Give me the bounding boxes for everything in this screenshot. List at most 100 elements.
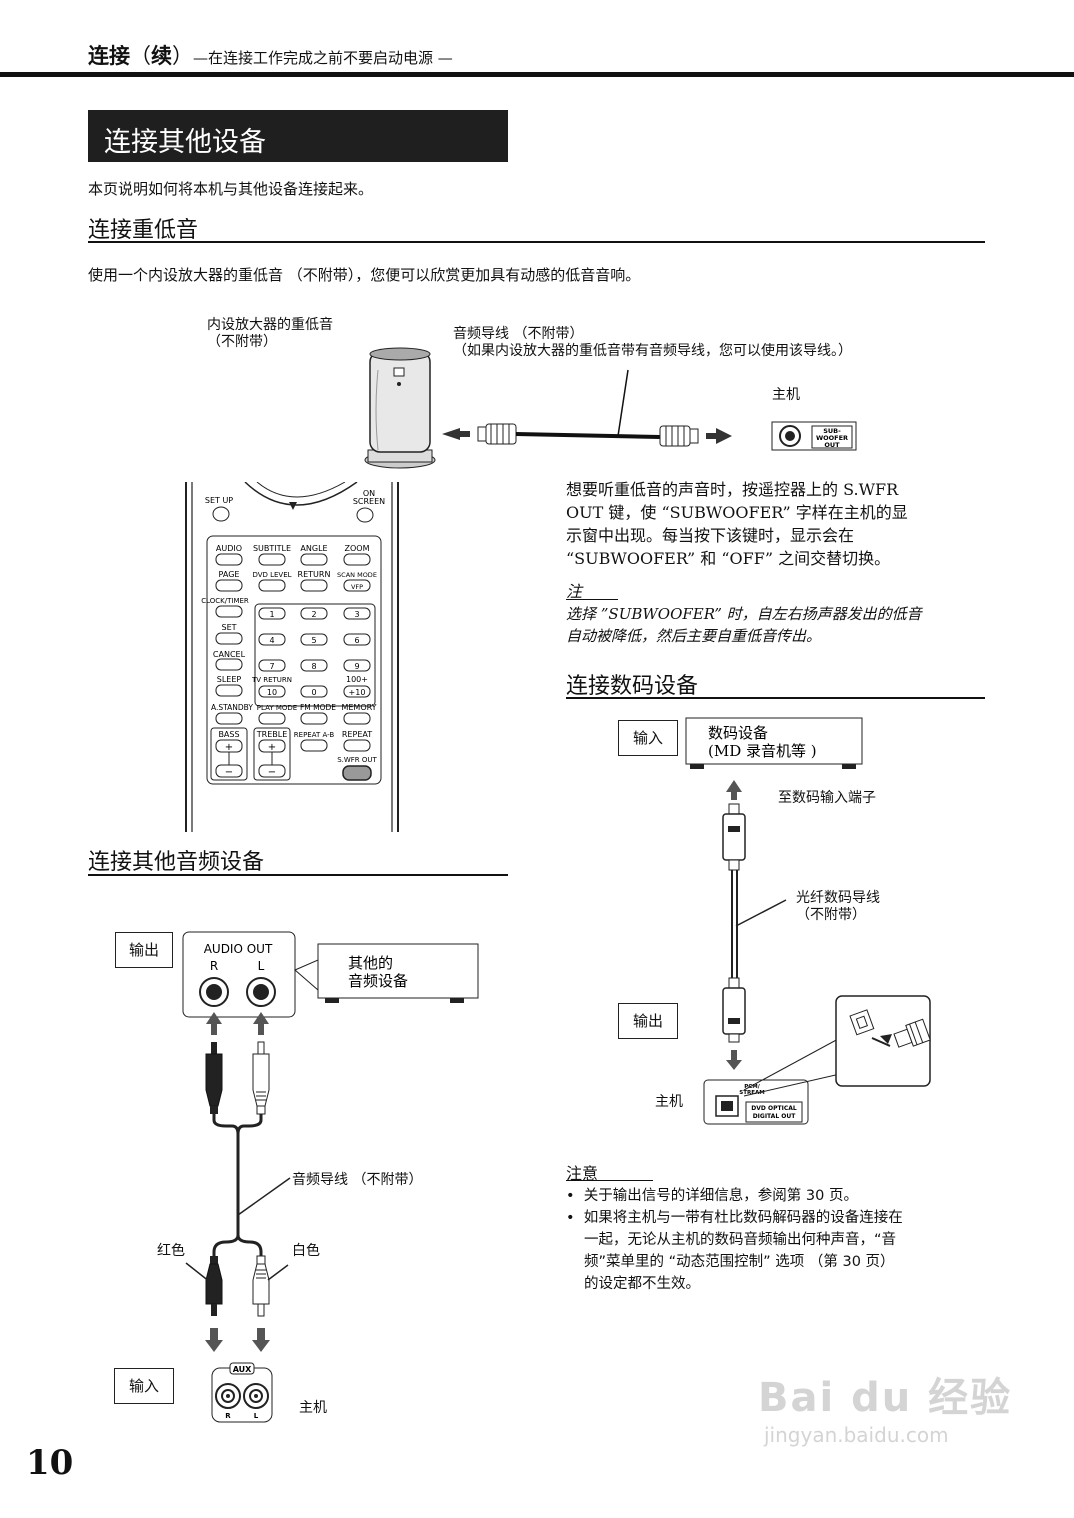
- svg-text:3: 3: [354, 610, 359, 619]
- svg-text:7: 7: [269, 662, 274, 671]
- svg-text:MEMORY: MEMORY: [341, 703, 376, 712]
- audio-cable-label: 音频导线 （不附带）: [292, 1172, 423, 1188]
- sub-cable-label-line2: （如果内设放大器的重低音带有音频导线，您可以使用该导线。）: [453, 343, 852, 359]
- digital-output-label: 输出: [618, 1003, 678, 1039]
- svg-text:6: 6: [354, 636, 359, 645]
- red-plug-top: [205, 1042, 223, 1114]
- optical-cable-line1: 光纤数码导线: [796, 890, 880, 906]
- remote-control-illustration: SET UP ON SCREEN AUDIO SUBTITLE ANGLE ZO…: [185, 482, 399, 832]
- watermark-brand: Bai du 经验: [758, 1375, 1013, 1421]
- jack-label-line1: SUB-: [823, 427, 841, 435]
- digital-heading-rule: [566, 697, 985, 699]
- svg-text:+: +: [268, 742, 276, 753]
- svg-text:2: 2: [311, 610, 316, 619]
- speaker-label-line1: 内设放大器的重低音: [207, 317, 333, 333]
- sub-note-title: 注: [566, 582, 583, 601]
- svg-text:9: 9: [354, 662, 359, 671]
- page-title: 连接其他设备: [104, 127, 266, 158]
- sub-unit-label: 主机: [772, 387, 800, 403]
- audio-out-r: R: [210, 959, 218, 973]
- red-plug-bottom: [205, 1256, 223, 1316]
- caution-rule: [566, 1180, 653, 1181]
- speaker-label-line2: （不附带）: [207, 334, 277, 350]
- caution-item1-line1: 关于输出信号的详细信息，参阅第 30 页。: [583, 1188, 858, 1204]
- svg-text:ON: ON: [363, 489, 375, 498]
- svg-text:−: −: [225, 767, 233, 778]
- svg-text:5: 5: [311, 636, 316, 645]
- svg-text:VFP: VFP: [351, 583, 363, 591]
- optical-cable-label: 光纤数码导线 （不附带）: [796, 890, 880, 924]
- aux-l: L: [254, 1412, 259, 1420]
- digital-device-line1: 数码设备: [708, 724, 768, 742]
- caution-item2-line2: 一起，无论从主机的数码音频输出何种声音，“音: [584, 1232, 897, 1248]
- header-rule: [0, 72, 1074, 77]
- page-title-band: 连接其他设备: [88, 110, 508, 162]
- caution-item2-line4: 的设定都不生效。: [584, 1276, 700, 1292]
- white-label: 白色: [292, 1243, 320, 1259]
- instruction-line1: 想要听重低音的声音时，按遥控器上的 S.WFR: [566, 480, 899, 499]
- sub-cable-label-line1: 音频导线 （不附带）: [453, 326, 584, 342]
- optical-label-line2: DIGITAL OUT: [753, 1113, 797, 1120]
- instruction-line4: “SUBWOOFER” 和 “OFF” 之间交替切换。: [566, 549, 891, 568]
- speaker-label: 内设放大器的重低音 （不附带）: [207, 317, 333, 351]
- aux-label: AUX: [233, 1365, 252, 1374]
- sub-note-line2: 自动被降低，然后主要自重低音传出。: [566, 627, 822, 645]
- header-paren-close: ）: [172, 44, 193, 68]
- jack-label-line2: WOOFER: [816, 434, 848, 442]
- svg-text:1: 1: [269, 610, 274, 619]
- svg-text:ANGLE: ANGLE: [300, 544, 327, 553]
- svg-text:S.WFR OUT: S.WFR OUT: [337, 756, 377, 764]
- subwoofer-heading-rule: [88, 241, 985, 243]
- caution-list: • 关于输出信号的详细信息，参阅第 30 页。 • 如果将主机与一带有杜比数码解…: [566, 1185, 903, 1295]
- audio-out-l: L: [258, 959, 265, 973]
- subwoofer-out-jack: SUB- WOOFER OUT: [771, 421, 857, 451]
- audio-unit-label: 主机: [299, 1400, 327, 1416]
- svg-text:−: −: [268, 767, 276, 778]
- svg-text:REPEAT: REPEAT: [342, 730, 372, 739]
- audio-device-line1: 其他的: [348, 954, 393, 972]
- audio-out-title: AUDIO OUT: [204, 942, 273, 956]
- red-label: 红色: [157, 1243, 185, 1259]
- page-number: 10: [26, 1443, 74, 1483]
- svg-text:SET: SET: [221, 623, 236, 632]
- audio-output-label: 输出: [115, 932, 173, 968]
- header-subtitle: —在连接工作完成之前不要启动电源 —: [193, 49, 453, 67]
- svg-text:SLEEP: SLEEP: [217, 675, 242, 684]
- svg-text:0: 0: [311, 688, 316, 697]
- watermark-url: jingyan.baidu.com: [764, 1423, 949, 1447]
- svg-text:FM MODE: FM MODE: [300, 703, 336, 712]
- aux-r: R: [225, 1412, 231, 1420]
- running-header: 连接（续）—在连接工作完成之前不要启动电源 —: [88, 40, 453, 70]
- svg-text:BASS: BASS: [218, 730, 239, 739]
- sub-cable-label: 音频导线 （不附带） （如果内设放大器的重低音带有音频导线，您可以使用该导线。）: [453, 326, 852, 360]
- digital-input-label: 输入: [618, 720, 678, 756]
- sub-note-line1: 选择 ”SUBWOOFER” 时，自左右扬声器发出的低音: [566, 605, 922, 623]
- to-digital-terminal-label: 至数码输入端子: [778, 790, 876, 806]
- subwoofer-heading: 连接重低音: [88, 218, 199, 243]
- caution-item2-line1: 如果将主机与一带有杜比数码解码器的设备连接在: [583, 1210, 903, 1226]
- baidu-watermark: Bai du 经验 jingyan.baidu.com: [758, 1365, 1012, 1447]
- svg-text:RETURN: RETURN: [298, 570, 331, 579]
- svg-text:+: +: [225, 742, 233, 753]
- sub-note-rule: [566, 599, 618, 600]
- pcm-label-line1: PCM/: [744, 1084, 761, 1090]
- svg-text:SCREEN: SCREEN: [353, 497, 385, 506]
- digital-device-line2: (MD 录音机等 ): [708, 742, 817, 760]
- audio-connection-diagram: AUDIO OUT R L 其他的 音频设备 AUX: [182, 931, 479, 1423]
- svg-text:8: 8: [311, 662, 316, 671]
- subwoofer-speaker-icon: [364, 347, 436, 469]
- audio-input-label: 输入: [114, 1368, 174, 1404]
- caution-item: • 关于输出信号的详细信息，参阅第 30 页。: [566, 1185, 903, 1207]
- white-plug-top: [252, 1041, 270, 1115]
- svg-text:10: 10: [267, 688, 277, 697]
- caution-item: • 如果将主机与一带有杜比数码解码器的设备连接在: [566, 1207, 903, 1229]
- svg-text:TV RETURN: TV RETURN: [251, 676, 292, 684]
- svg-text:SUBTITLE: SUBTITLE: [253, 544, 291, 553]
- white-plug-bottom: [252, 1255, 270, 1317]
- svg-text:TREBLE: TREBLE: [256, 730, 288, 739]
- optical-label-line1: DVD OPTICAL: [751, 1105, 797, 1112]
- optical-cable-line2: （不附带）: [796, 907, 866, 923]
- header-paren-open: （: [130, 44, 151, 68]
- svg-text:DVD LEVEL: DVD LEVEL: [252, 571, 291, 579]
- header-section: 连接: [88, 43, 130, 68]
